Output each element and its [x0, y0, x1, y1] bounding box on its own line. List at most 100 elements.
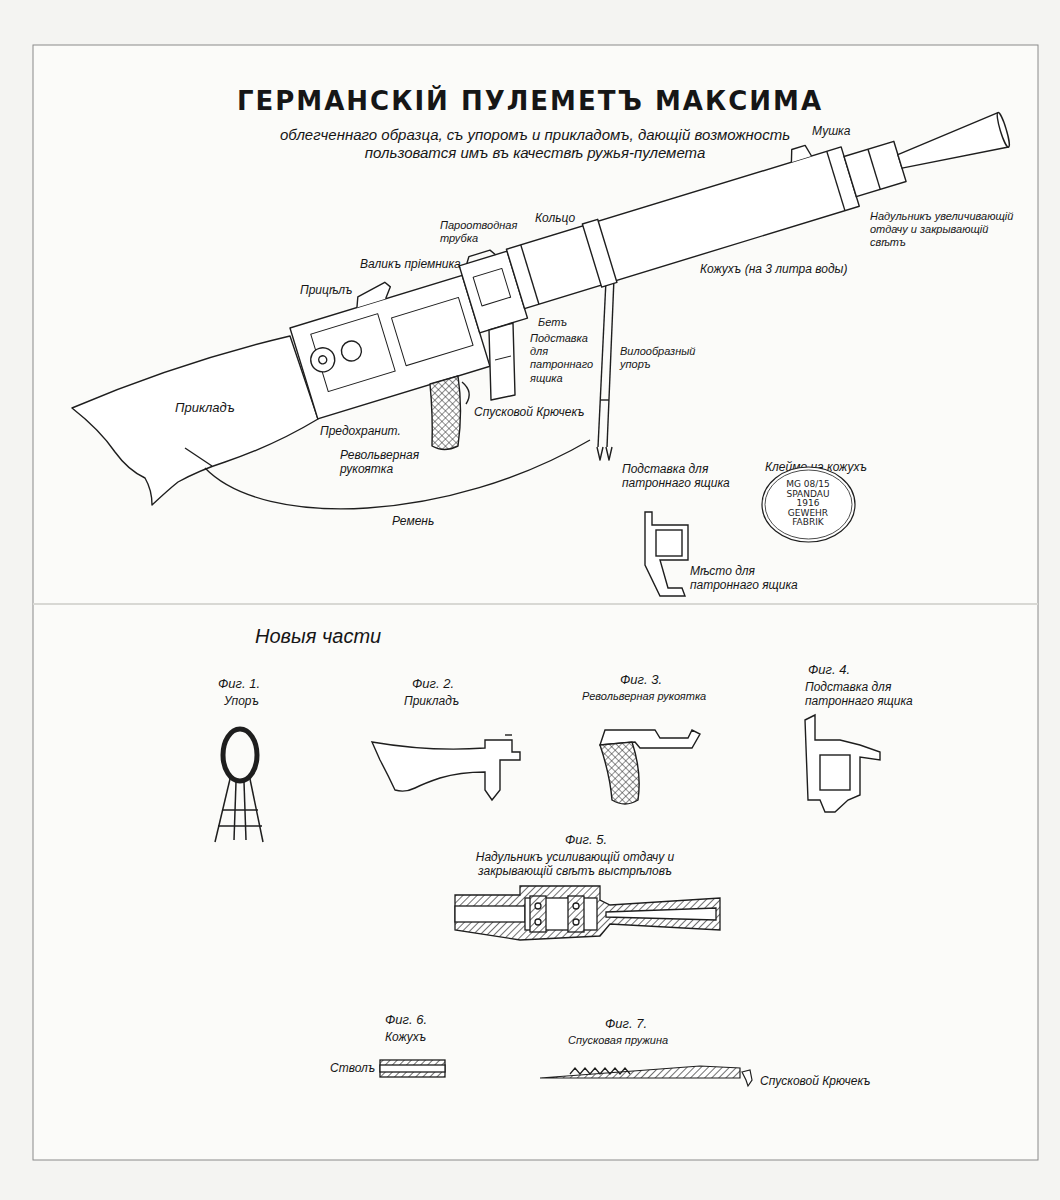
- ammo-box-bracket: [495, 356, 511, 360]
- figure-5-muzzle-booster: [573, 919, 579, 925]
- figure-caption: Револьверная рукоятка: [582, 690, 706, 703]
- bipod-legs: [597, 278, 614, 460]
- gun-body: [827, 151, 845, 210]
- figure-5-muzzle-booster: [455, 886, 720, 940]
- figure-5-muzzle-booster: [530, 896, 546, 932]
- figure-5-muzzle-booster: [606, 908, 716, 920]
- gun-body: [506, 147, 859, 309]
- gun-body: [582, 219, 617, 287]
- part-label: Подставка для патроннаго ящика: [530, 332, 598, 385]
- figure-caption: Спусковая пружина: [568, 1034, 668, 1047]
- trigger: [462, 382, 469, 404]
- gun-body: [352, 281, 393, 307]
- pistol-grip: [430, 376, 461, 450]
- figure-1-bipod: [223, 729, 257, 781]
- figure-6-jacket: [380, 1060, 445, 1077]
- stock: [72, 336, 318, 505]
- part-label: Спусковой Крючекъ: [760, 1074, 871, 1088]
- part-label: Мѣсто для патроннаго ящика: [690, 564, 814, 593]
- figure-1-bipod: [244, 782, 246, 840]
- gun-body: [868, 149, 880, 189]
- stamp-oval: MG 08/15 SPANDAU 1916 GEWEHR FABRIK: [761, 466, 856, 543]
- part-label: Прикладъ: [175, 400, 235, 416]
- part-label: Ремень: [392, 514, 434, 528]
- figure-number: Фиг. 3.: [620, 672, 662, 688]
- gun-body: [995, 112, 1011, 148]
- gun-body: [521, 245, 539, 304]
- figure-number: Фиг. 5.: [565, 832, 607, 848]
- subtitle: облегченнаго образца, съ упоромъ и прикл…: [275, 126, 795, 162]
- title: ГЕРМАНСКІЙ ПУЛЕМЕТЪ МАКСИМА: [230, 86, 830, 117]
- gun-body: [788, 145, 812, 163]
- bipod-legs: [598, 280, 606, 447]
- figure-4-bracket: [805, 715, 880, 812]
- figure-5-muzzle-booster: [573, 903, 579, 909]
- figure-7-trigger-spring: [540, 1066, 740, 1078]
- part-label: Вилообразный упоръ: [620, 345, 700, 371]
- part-label: Кольцо: [535, 211, 575, 225]
- figure-7-trigger-spring: [742, 1070, 752, 1086]
- bipod-legs: [600, 399, 609, 400]
- figure-3-grip: [600, 742, 639, 804]
- figure-5-muzzle-booster: [535, 919, 541, 925]
- figure-1-bipod: [222, 809, 258, 811]
- figure-7-trigger-spring: [540, 1066, 752, 1086]
- part-label: Подставка для патроннаго ящика: [622, 462, 732, 491]
- gun-body: [465, 249, 495, 264]
- figure-number: Фиг. 4.: [808, 662, 850, 678]
- gun-body: [844, 141, 906, 196]
- figure-caption: Упоръ: [224, 694, 259, 708]
- bracket-detail: [656, 530, 682, 556]
- gun-body: [339, 339, 364, 364]
- part-label: Стволъ: [330, 1061, 375, 1075]
- figure-5-muzzle-booster: [455, 886, 720, 940]
- bipod-legs: [607, 278, 614, 447]
- sheet: [33, 603, 1038, 605]
- part-label: Пароотводная трубка: [440, 219, 530, 245]
- figure-caption: Прикладъ: [404, 694, 459, 708]
- figure-2-stock: [505, 734, 512, 735]
- figure-6-jacket: [380, 1060, 445, 1077]
- stock-strap: [185, 448, 212, 466]
- figure-1-bipod: [215, 729, 263, 842]
- figure-number: Фиг. 2.: [412, 676, 454, 692]
- figure-7-trigger-spring: [570, 1068, 630, 1074]
- figure-caption: Надульникъ усиливающій отдачу и закрываю…: [455, 850, 695, 879]
- figure-number: Фиг. 1.: [218, 676, 260, 692]
- stamp-outline: [762, 467, 855, 542]
- section-heading: Новыя части: [255, 624, 381, 648]
- figure-5-muzzle-booster: [455, 906, 525, 922]
- gun-body: [308, 345, 338, 375]
- part-label: Предохранит.: [320, 424, 401, 438]
- sheet: [33, 45, 1038, 1160]
- machine-gun-drawing: [72, 88, 1028, 509]
- figure-2-stock: [372, 740, 520, 800]
- figure-5-muzzle-booster: [568, 896, 584, 932]
- gun-body: [473, 268, 510, 305]
- gun-body: [318, 355, 328, 365]
- figure-1-bipod: [218, 825, 262, 827]
- figure-4-bracket: [820, 755, 850, 790]
- figure-6-jacket: [380, 1065, 445, 1072]
- bipod-legs: [597, 447, 603, 460]
- figure-number: Фиг. 7.: [605, 1016, 647, 1032]
- gun-body: [895, 113, 1009, 179]
- part-label: Спусковой Крючекъ: [474, 405, 585, 419]
- part-label: Бетъ: [538, 316, 567, 329]
- part-label: Надульникъ увеличивающій отдачу и закрыв…: [870, 210, 1020, 250]
- part-label: Прицѣлъ: [300, 283, 352, 297]
- stamp-text: MG 08/15 SPANDAU 1916 GEWEHR FABRIK: [778, 480, 838, 527]
- bracket-detail: [645, 512, 688, 596]
- bracket-detail: [645, 512, 688, 596]
- part-label: Мушка: [812, 124, 850, 138]
- stamp-outline: [765, 470, 852, 539]
- figure-5-muzzle-booster: [535, 903, 541, 909]
- figure-number: Фиг. 6.: [385, 1012, 427, 1028]
- ammo-box-bracket: [489, 323, 515, 400]
- part-label: Валикъ пріемника: [360, 257, 461, 271]
- bipod-legs: [606, 447, 612, 460]
- part-label: Кожухъ (на 3 литра воды): [700, 262, 847, 276]
